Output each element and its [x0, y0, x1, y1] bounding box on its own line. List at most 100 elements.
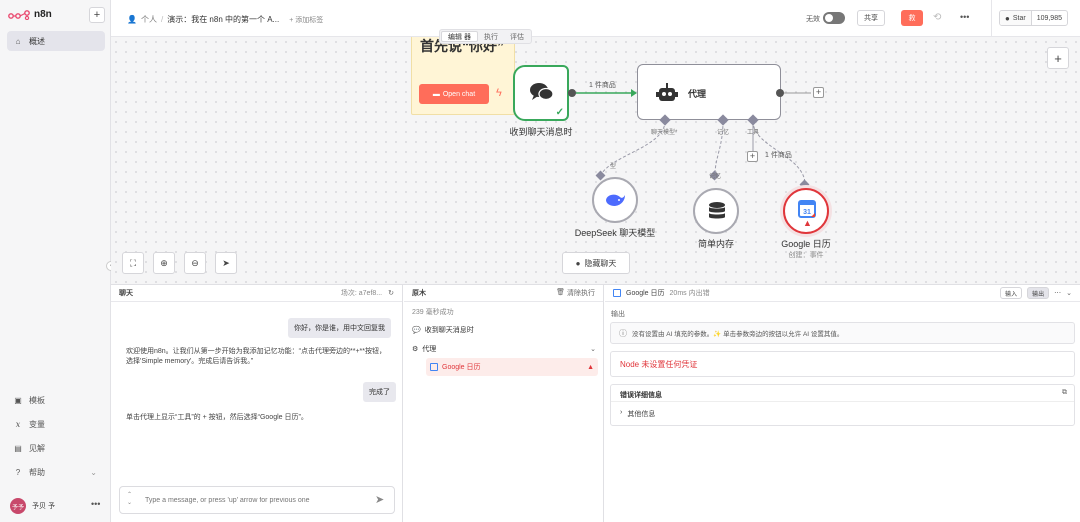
deepseek-chat-model-node[interactable]	[592, 177, 638, 223]
home-icon: ⌂	[15, 36, 21, 46]
mode-tabs: 编辑 器 执行 评估	[439, 29, 532, 44]
active-toggle[interactable]	[823, 12, 845, 24]
google-calendar-label: Google 日历	[781, 239, 831, 249]
memory-node-port-label: 记忆	[709, 174, 722, 180]
chat-model-port-label: 聊天模型*	[651, 130, 678, 136]
output-tab[interactable]: 输出	[1027, 287, 1050, 299]
chat-icon: ●	[575, 258, 581, 268]
sidebar-item-label: 见解	[29, 443, 45, 453]
n8n-logo-icon	[8, 9, 30, 20]
workflow-more-button[interactable]: •••	[960, 12, 970, 22]
robot-icon: ⚙	[412, 346, 419, 353]
chat-title: 聊天	[119, 290, 133, 297]
tidy-up-button[interactable]: ➤	[215, 252, 237, 274]
node-detail-panel: Google 日历 20ms 内出错 输入 输出 ⋯ ⌄ 输出 ⓘ 没有设置由 …	[605, 285, 1080, 522]
user-icon: 👤	[127, 15, 137, 24]
chat-message-input[interactable]	[145, 493, 365, 507]
ai-info-box: ⓘ 没有设置由 AI 填充的参数。✨ 单击参数旁边的按钮以允许 AI 设置其值。	[610, 322, 1075, 344]
divider	[611, 401, 1074, 402]
other-info-label: 其他信息	[627, 411, 656, 418]
sidebar-item-variables[interactable]: x 变量	[7, 414, 105, 434]
google-calendar-icon: 31	[798, 200, 816, 218]
github-star-button[interactable]: ●Star 109,985	[999, 10, 1068, 26]
sidebar-item-insights[interactable]: ▤ 见解	[7, 438, 105, 458]
user-menu[interactable]: 予予 予贝 予	[10, 498, 55, 514]
avatar: 予予	[10, 498, 26, 514]
fit-view-button[interactable]: ⛶	[122, 252, 144, 274]
zoom-out-button[interactable]: ⊖	[184, 252, 206, 274]
open-chat-label: Open chat	[442, 90, 476, 98]
chat-trigger-node[interactable]: ✓	[513, 65, 569, 121]
chat-header: 聊天 场次: a7ef8... ↻	[111, 285, 402, 302]
share-button[interactable]: 共享	[857, 10, 885, 26]
logs-panel: 原木 🗑 清除执行 239 毫秒成功 💬 收到聊天消息时 ⚙ 代理 ⌄ Goog…	[404, 285, 604, 522]
refresh-session-icon[interactable]: ↻	[388, 290, 394, 297]
tab-editor[interactable]: 编辑 器	[441, 31, 478, 42]
zoom-out-icon: ⊖	[191, 257, 199, 268]
brand-name: n8n	[34, 9, 52, 20]
trigger-output-port[interactable]	[568, 89, 576, 97]
header-divider	[991, 0, 992, 37]
trash-icon: 🗑	[556, 289, 565, 296]
more-icon[interactable]: ⋯	[1054, 290, 1062, 297]
agent-output-port[interactable]	[776, 89, 784, 97]
warning-icon: ▲	[587, 363, 594, 371]
log-row-agent[interactable]: ⚙ 代理 ⌄	[412, 344, 596, 354]
history-arrows-icon[interactable]: ⌃⌄	[127, 492, 133, 506]
sidebar-item-label: 概述	[29, 36, 45, 46]
active-label: 无效	[806, 16, 820, 23]
agent-add-next-button[interactable]: +	[813, 87, 824, 98]
warning-icon: ▲	[803, 218, 812, 228]
success-check-icon: ✓	[555, 107, 564, 118]
breadcrumb-separator: /	[160, 15, 164, 24]
hide-chat-button[interactable]: ● 隐藏聊天	[562, 252, 630, 274]
user-more-button[interactable]: •••	[91, 499, 101, 509]
ai-agent-node[interactable]: 代理	[637, 64, 781, 120]
input-tab[interactable]: 输入	[1000, 287, 1023, 299]
zoom-in-icon: ⊕	[160, 257, 168, 268]
workflow-canvas[interactable]: 首先说“你好” ▬ Open chat ϟ ✓ 收到聊天消息时 1 件商品 代理…	[111, 37, 1080, 285]
insights-icon: ▤	[14, 443, 22, 453]
simple-memory-label: 简单内存	[697, 239, 734, 249]
logs-title: 原木	[412, 290, 426, 297]
github-star-count: 109,985	[1036, 14, 1062, 22]
log-row-chat-trigger[interactable]: 💬 收到聊天消息时	[412, 325, 474, 335]
add-tool-button[interactable]: +	[747, 151, 758, 162]
google-calendar-node[interactable]: 31 ▲	[783, 188, 829, 234]
chat-message-bot: 欢迎使用n8n。让我们从第一步开始为我添加记忆功能：“点击代理旁边的**+**按…	[126, 348, 386, 365]
sidebar-item-overview[interactable]: ⌂ 概述	[7, 31, 105, 51]
zoom-in-button[interactable]: ⊕	[153, 252, 175, 274]
send-icon[interactable]: ➤	[375, 494, 385, 506]
history-icon[interactable]: ⟲	[933, 12, 942, 23]
chat-message-bot: 单击代理上显示“工具”的 + 按钮，然后选择“Google 日历”。	[126, 414, 308, 421]
sidebar-item-help[interactable]: ? 帮助 ⌄	[7, 462, 105, 482]
log-row-label: Google 日历	[442, 364, 481, 371]
breadcrumb-project[interactable]: 个人	[140, 15, 157, 24]
session-id: 场次: a7ef8...	[340, 290, 383, 297]
add-tag-link[interactable]: + 添加标签	[289, 16, 324, 24]
add-node-button[interactable]: +	[1047, 47, 1069, 69]
sidebar-item-label: 模板	[29, 395, 45, 405]
deepseek-port-label: 型	[610, 164, 617, 170]
breadcrumb: 👤 个人 / 演示：我在 n8n 中的第一个 A... + 添加标签	[127, 14, 323, 25]
save-button[interactable]: 救	[901, 10, 923, 26]
pointer-icon: ➤	[222, 257, 230, 268]
tab-executions[interactable]: 执行	[483, 33, 498, 41]
chat-input-box[interactable]: ⌃⌄ ➤	[119, 486, 395, 514]
open-chat-button[interactable]: ▬ Open chat	[419, 84, 489, 104]
log-row-label: 收到聊天消息时	[424, 327, 474, 334]
other-info-toggle[interactable]: › 其他信息	[620, 409, 655, 419]
workflow-title[interactable]: 演示：我在 n8n 中的第一个 A...	[167, 15, 280, 24]
simple-memory-node[interactable]	[693, 188, 739, 234]
chevron-down-icon[interactable]: ⌄	[1066, 290, 1072, 297]
log-row-google-calendar[interactable]: Google 日历 ▲	[426, 358, 598, 376]
create-button[interactable]: +	[89, 7, 105, 23]
sidebar-item-templates[interactable]: ▣ 模板	[7, 390, 105, 410]
copy-icon[interactable]: ⧉	[1062, 389, 1067, 396]
clear-execution-button[interactable]: 🗑 清除执行	[556, 288, 595, 298]
google-calendar-icon	[430, 363, 438, 371]
sticky-note[interactable]: 首先说“你好” ▬ Open chat	[411, 37, 515, 115]
tab-evaluations[interactable]: 评估	[509, 33, 524, 41]
n8n-logo[interactable]: n8n	[8, 9, 52, 20]
error-message: Node 未设置任何凭证	[620, 359, 698, 369]
